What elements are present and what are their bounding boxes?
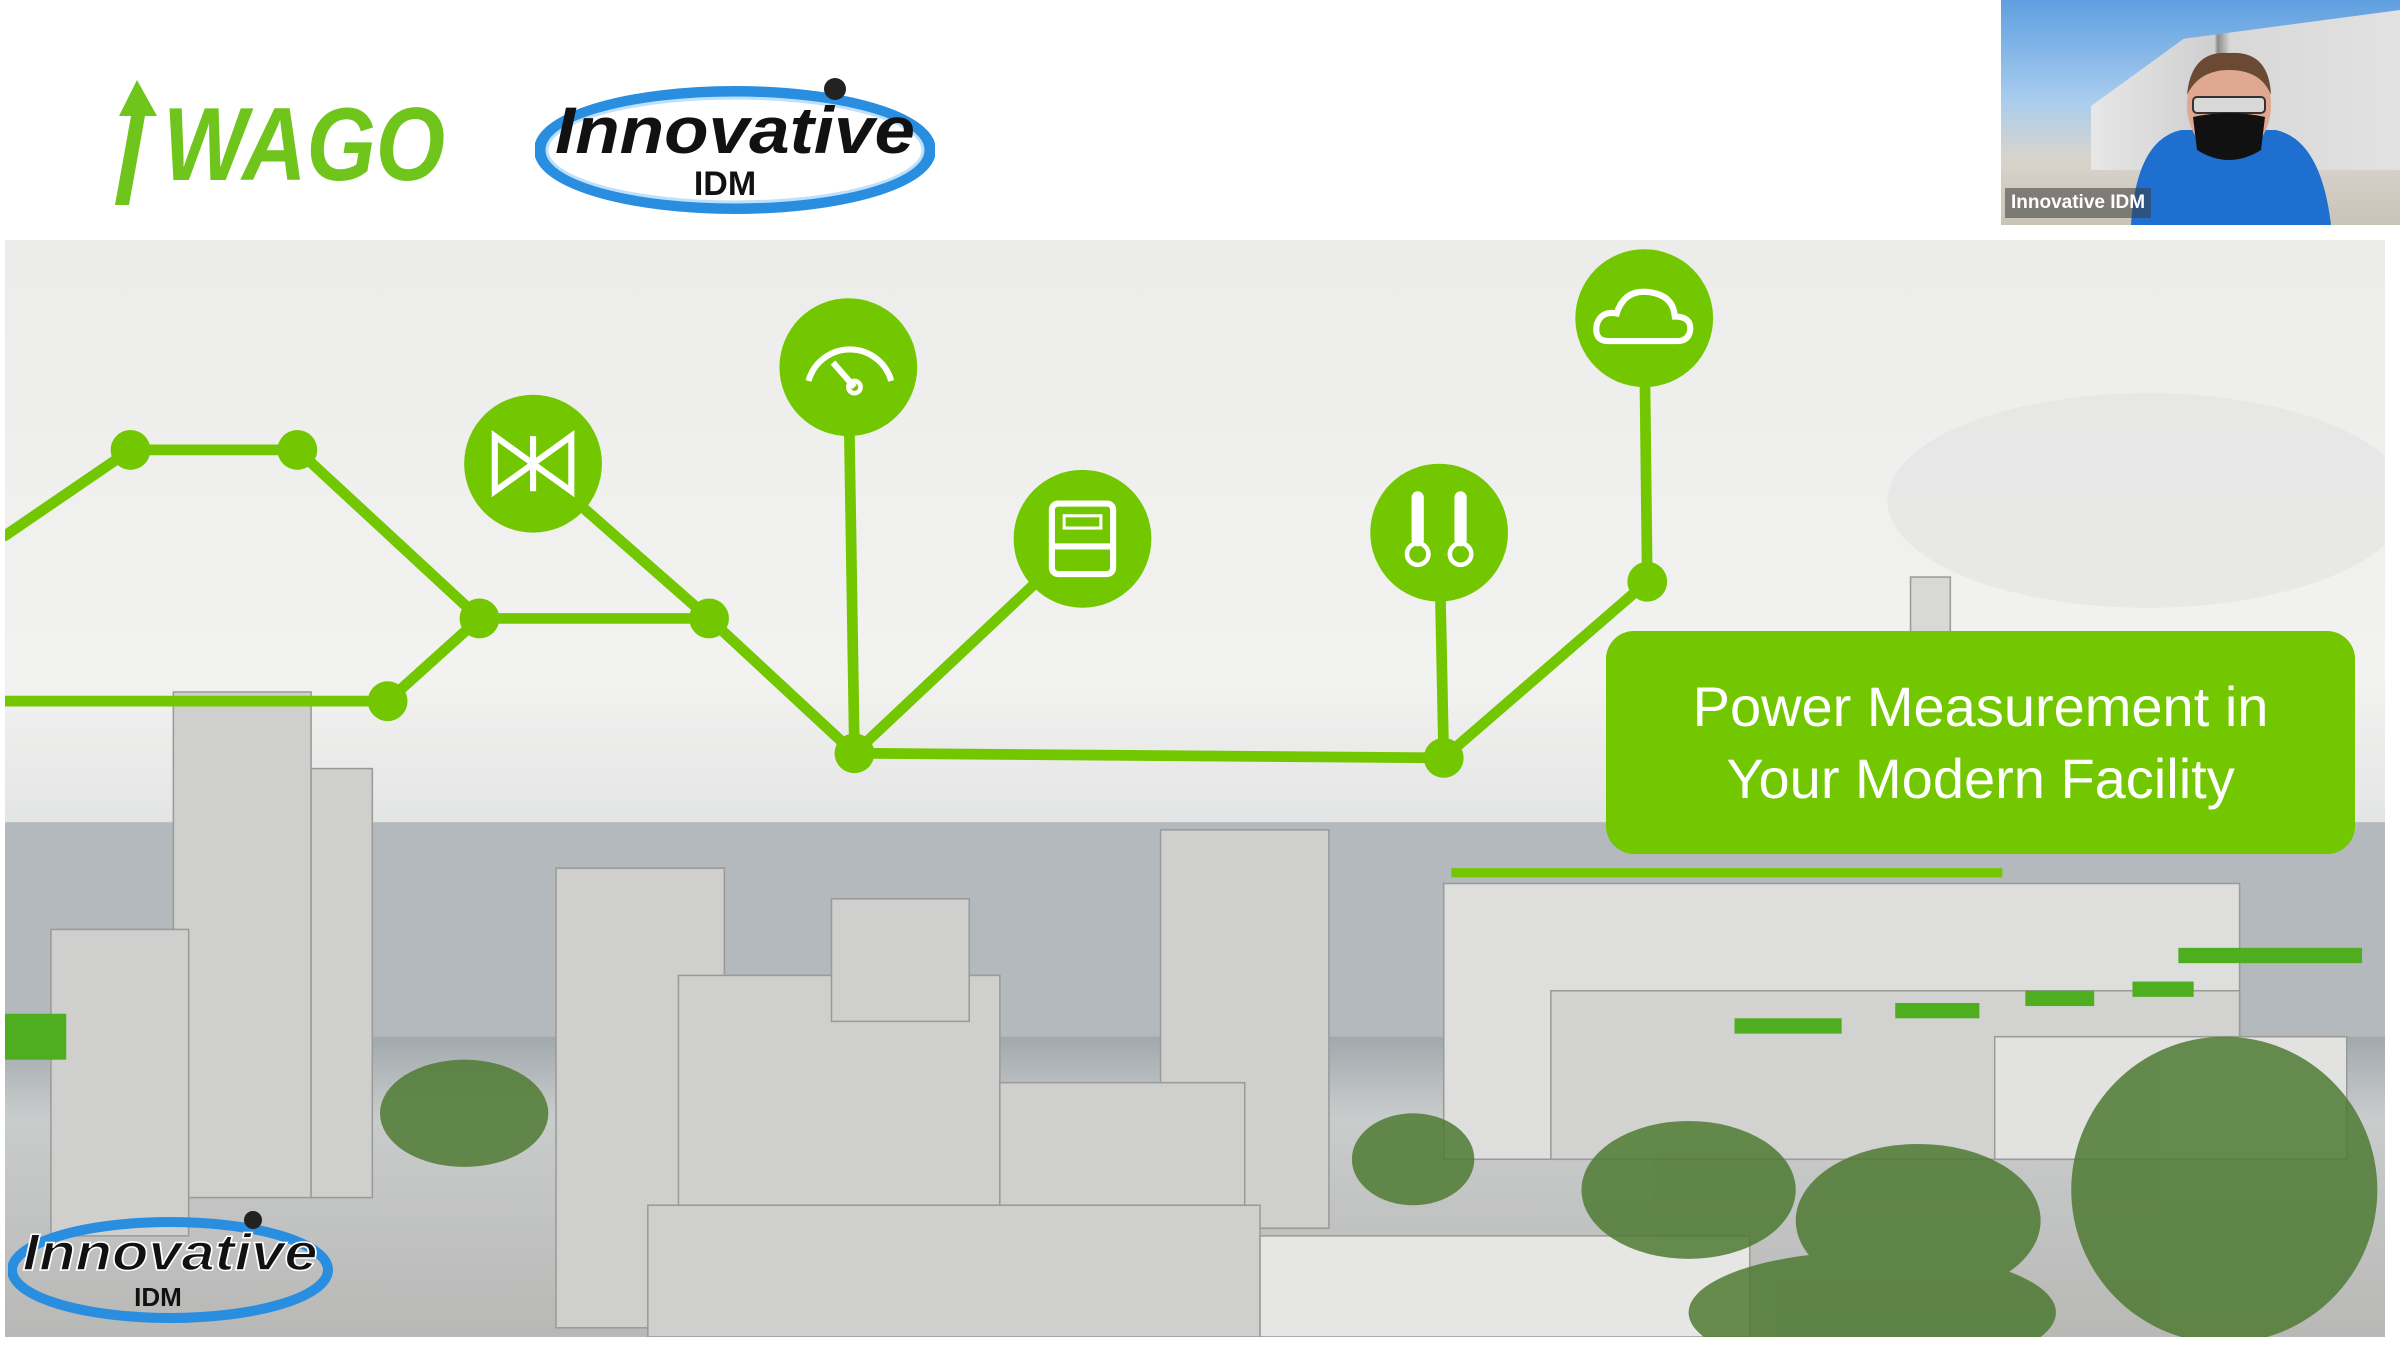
wago-arrow-icon	[115, 80, 157, 205]
svg-text:Innovative: Innovative	[23, 1224, 318, 1282]
rooftop-green-panels	[5, 947, 2363, 1060]
cloud-icon	[1575, 249, 1714, 388]
innovative-idm-watermark-logo: Innovative IDM	[8, 1211, 333, 1323]
valve-icon	[464, 394, 602, 533]
industrial-facility-background	[5, 249, 2385, 1337]
slide-title-box: Power Measurement in Your Modern Facility	[1606, 631, 2355, 854]
smoke	[1887, 393, 2385, 608]
svg-text:IDM: IDM	[134, 1282, 182, 1312]
slide-title: Power Measurement in Your Modern Facility	[1693, 671, 2269, 815]
thermometer-icon	[1370, 463, 1508, 602]
participant-name-label: Innovative IDM	[2005, 188, 2152, 218]
trees	[379, 1036, 2378, 1337]
gauge-icon	[779, 298, 918, 437]
svg-text:Innovative: Innovative	[555, 93, 915, 167]
slide-title-line-1: Power Measurement in	[1692, 674, 2269, 738]
participant-video-feed	[2131, 52, 2331, 225]
presentation-slide: Power Measurement in Your Modern Facility	[5, 240, 2385, 1337]
network-nodes	[110, 429, 1668, 778]
factory-buildings	[50, 576, 2348, 1337]
meter-icon	[1013, 469, 1152, 608]
innovative-idm-logo: Innovative IDM	[535, 78, 935, 214]
svg-text:IDM: IDM	[694, 165, 756, 203]
svg-text:WAGO: WAGO	[163, 87, 445, 203]
participant-video-tile[interactable]: Innovative IDM	[2001, 0, 2400, 225]
slide-title-line-2: Your Modern Facility	[1726, 746, 2235, 810]
wago-logo: WAGO	[115, 80, 445, 205]
